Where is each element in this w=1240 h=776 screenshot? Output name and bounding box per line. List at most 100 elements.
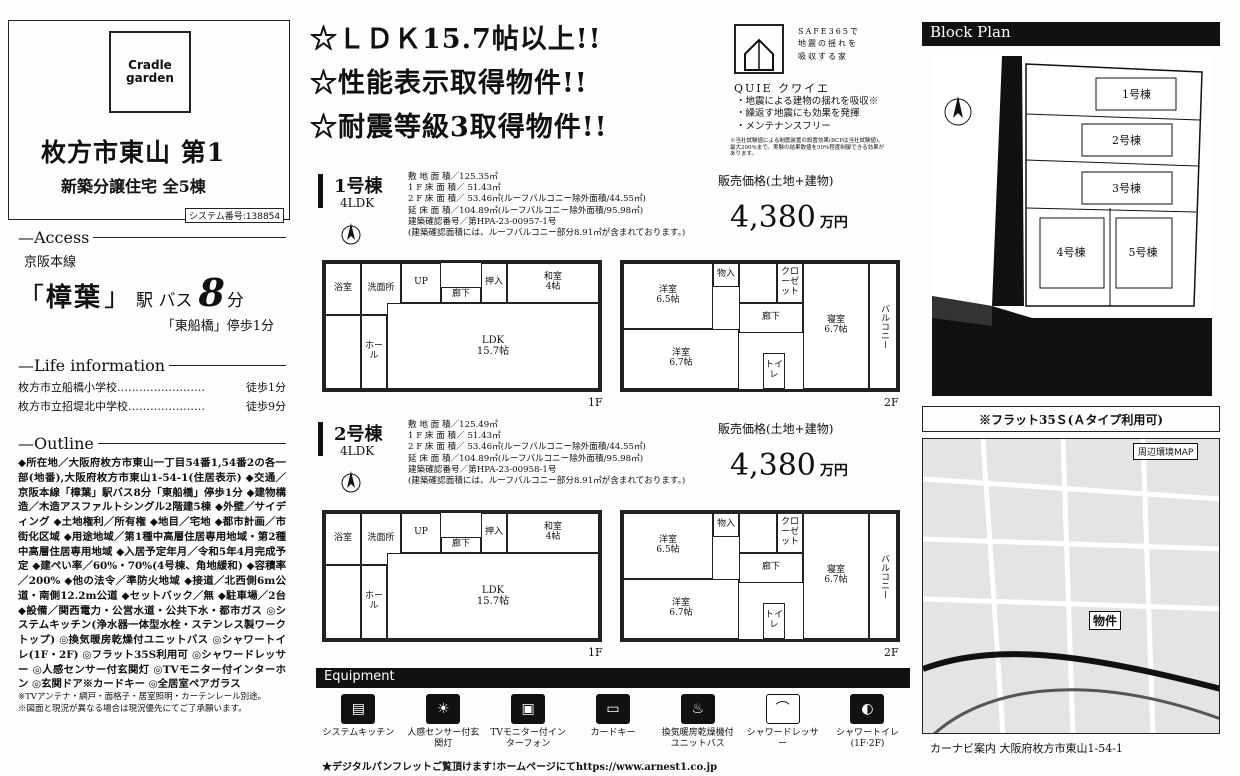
bath-icon: ♨ bbox=[680, 694, 715, 724]
access-suffix: 駅 バス bbox=[136, 291, 193, 311]
floor-label-2f: 2F bbox=[884, 646, 899, 659]
station-quote-close: 」 bbox=[104, 283, 131, 313]
room-bath: 浴室 bbox=[325, 513, 361, 565]
area-map: 周辺環境MAP 物件 bbox=[922, 438, 1220, 734]
page-subtitle: 新築分譲住宅 全5棟 bbox=[61, 177, 206, 196]
life-section: —Life information 枚方市立船橋小学校……………………徒歩1分 … bbox=[18, 356, 286, 414]
house2-id: 2号棟 bbox=[334, 424, 383, 445]
kitchen-icon: ▤ bbox=[341, 694, 376, 724]
house1-price-label: 販売価格(土地+建物) bbox=[718, 174, 834, 188]
outline-section: —Outline ◆所在地／大阪府枚方市東山一丁目54番1,54番2の各一部(地… bbox=[18, 434, 286, 715]
room-closet: 押入 bbox=[481, 513, 507, 553]
equipment-heading: Equipment bbox=[316, 668, 910, 688]
equipment-item: ☀人感センサー付玄関灯 bbox=[404, 694, 482, 750]
station-name: 樟葉 bbox=[46, 283, 103, 313]
page-title: 枚方市東山 第1 bbox=[41, 138, 226, 167]
life-heading: —Life information bbox=[18, 356, 166, 375]
room-rouka: 廊下 bbox=[739, 303, 803, 333]
toilet-icon: ◐ bbox=[850, 694, 885, 724]
room-hall: ホール bbox=[361, 315, 387, 389]
entrance bbox=[325, 315, 361, 389]
access-unit: 分 bbox=[226, 291, 244, 311]
life-item: 枚方市立招堤北中学校…………………徒歩9分 bbox=[18, 400, 286, 413]
floor-label-1f: 1F bbox=[588, 396, 603, 409]
system-number: システム番号:138854 bbox=[185, 208, 285, 223]
equipment-item: ♨換気暖房乾燥機付ユニットバス bbox=[659, 694, 737, 750]
room-hall: ホール bbox=[361, 565, 387, 639]
lot-label: 4号棟 bbox=[1056, 246, 1086, 259]
logo-line1: Cradle bbox=[128, 57, 172, 72]
shower-icon: ⌒ bbox=[765, 694, 800, 724]
floor-label-1f: 1F bbox=[588, 646, 603, 659]
equipment-item: ▭カードキー bbox=[574, 694, 652, 750]
block-plan-heading: Block Plan bbox=[922, 22, 1220, 46]
room-mono: 物入 bbox=[713, 513, 739, 537]
station-quote-open: 「 bbox=[18, 283, 45, 313]
cardkey-icon: ▭ bbox=[595, 694, 630, 724]
lot-label: 2号棟 bbox=[1112, 134, 1141, 147]
house2-type: 4LDK bbox=[340, 444, 375, 458]
north-icon bbox=[340, 220, 362, 249]
map-caption: カーナビ案内 大阪府枚方市東山1-54-1 bbox=[930, 742, 1123, 755]
room-balcony: バルコニー bbox=[869, 263, 897, 389]
stairs: UP bbox=[401, 263, 441, 303]
equipment-item: ⌒シャワードレッサー bbox=[744, 694, 822, 750]
room-closet: 押入 bbox=[481, 263, 507, 303]
outline-note: ※TVアンテナ・網戸・面格子・居室照明・カーテンレール別途。 bbox=[18, 692, 267, 703]
outline-body: ◆所在地／大阪府枚方市東山一丁目54番1,54番2の各一部(地番),大阪府枚方市… bbox=[18, 457, 286, 691]
house1-type: 4LDK bbox=[340, 196, 375, 210]
access-walk: 「東船橋」停歩1分 bbox=[161, 319, 274, 334]
brand-logo: Cradle garden bbox=[109, 31, 191, 113]
safe365-points: ・地震による建物の揺れを吸収※・繰返す地震にも効果を発揮・メンテナンスフリー bbox=[736, 96, 879, 132]
safe365-footnote: ※当社試験値による制震装置の設置効果(BCPは当社試験値)、最大200%まで。実… bbox=[730, 138, 885, 158]
room-toilet: トイレ bbox=[763, 603, 785, 639]
north-icon bbox=[340, 468, 362, 497]
access-heading: —Access bbox=[18, 228, 90, 247]
room-rouka: 廊下 bbox=[441, 537, 481, 553]
access-minutes: 8 bbox=[198, 270, 225, 315]
room-closet: クローゼット bbox=[777, 513, 803, 553]
room-balcony: バルコニー bbox=[869, 513, 897, 639]
house2-price-label: 販売価格(土地+建物) bbox=[718, 422, 834, 436]
floor-label-2f: 2F bbox=[884, 396, 899, 409]
room-rouka: 廊下 bbox=[739, 553, 803, 583]
safe365-box: SAFE365で地震の揺れを吸収する家 QUIE クワイエ ・地震による建物の揺… bbox=[730, 22, 888, 157]
equipment-item: ▣TVモニター付インターフォン bbox=[489, 694, 567, 750]
equipment-section: Equipment ▤システムキッチン ☀人感センサー付玄関灯 ▣TVモニター付… bbox=[316, 668, 910, 756]
access-line: 京阪本線 bbox=[24, 255, 77, 270]
house1-id: 1号棟 bbox=[334, 176, 383, 197]
block-plan-map: 1号棟 2号棟 3号棟 4号棟 5号棟 bbox=[932, 56, 1212, 396]
room-rouka: 廊下 bbox=[441, 287, 481, 303]
flat35-banner: ※フラット35Ｓ(Ａタイプ利用可) bbox=[922, 406, 1220, 432]
intercom-icon: ▣ bbox=[511, 694, 546, 724]
headline-line: ☆性能表示取得物件!! bbox=[310, 68, 588, 99]
logo-line2: garden bbox=[126, 71, 174, 85]
title-box: Cradle garden 枚方市東山 第1 新築分譲住宅 全5棟 システム番号… bbox=[8, 20, 290, 223]
lot-label: 3号棟 bbox=[1112, 182, 1141, 195]
equipment-item: ▤システムキッチン bbox=[319, 694, 397, 750]
headline-line: ☆耐震等級3取得物件!! bbox=[310, 112, 608, 143]
stairs bbox=[739, 263, 777, 303]
safe365-brand: QUIE クワイエ bbox=[734, 82, 831, 95]
outline-heading: —Outline bbox=[18, 434, 94, 453]
safe365-title: SAFE365で地震の揺れを吸収する家 bbox=[798, 27, 860, 61]
equipment-item: ◐シャワートイレ(1F·2F) bbox=[828, 694, 906, 750]
map-heading: 周辺環境MAP bbox=[1133, 443, 1199, 460]
room-bath: 浴室 bbox=[325, 263, 361, 315]
map-marker: 物件 bbox=[1089, 611, 1122, 630]
